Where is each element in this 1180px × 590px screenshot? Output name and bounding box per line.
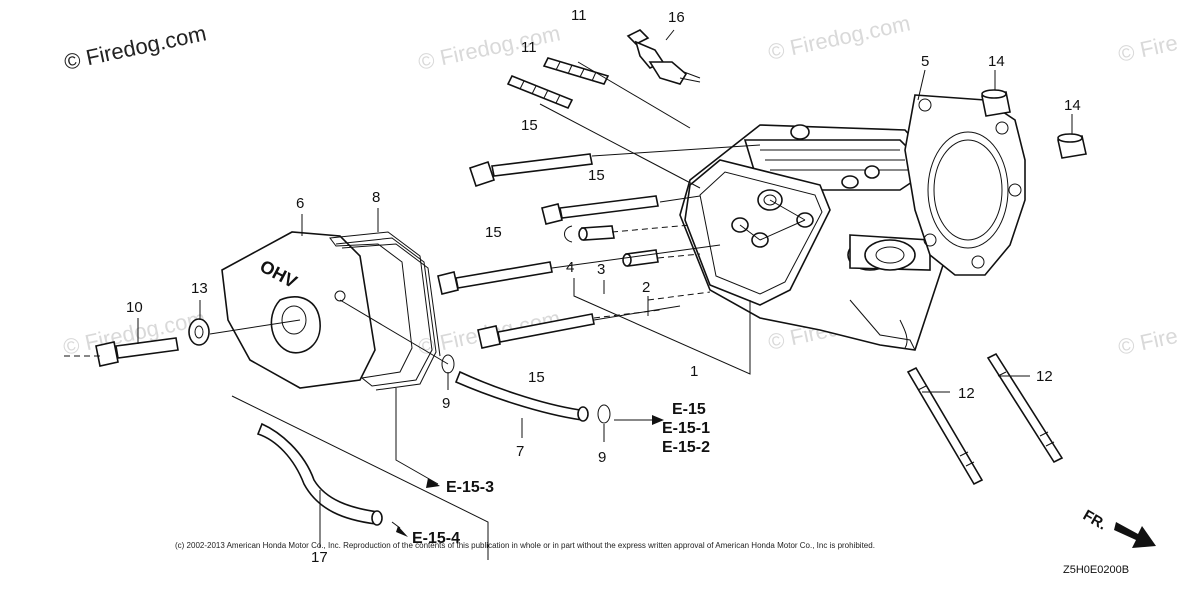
head-cover: OHV <box>221 231 376 389</box>
flange-bolt <box>541 195 659 225</box>
breather-tube <box>454 370 589 422</box>
firedog-watermark: © Firedog.com <box>62 20 209 75</box>
callout-15: 15 <box>588 167 605 184</box>
dowel-pin <box>1057 133 1087 159</box>
leader-lines <box>60 29 1073 548</box>
ref-e15-3: E-15-3 <box>446 479 494 496</box>
washer <box>188 318 210 346</box>
ref-e15-1: E-15-1 <box>662 420 710 437</box>
ref-e15-2: E-15-2 <box>662 439 710 456</box>
callout-14: 14 <box>1064 97 1081 114</box>
ref-e15-4: E-15-4 <box>412 530 460 547</box>
callout-11: 11 <box>571 7 587 24</box>
head-cover-gasket <box>329 231 441 391</box>
reference-labels: E-15 E-15-1 E-15-2 E-15-3 E-15-4 <box>412 401 710 547</box>
callout-3: 3 <box>597 261 605 278</box>
ref-e15: E-15 <box>672 401 706 418</box>
callout-16: 16 <box>668 9 685 26</box>
callout-15: 15 <box>528 369 545 386</box>
callout-5: 5 <box>921 53 929 70</box>
stud-bolt <box>506 74 574 110</box>
long-stud <box>906 366 984 486</box>
clip-ring <box>564 225 573 243</box>
callout-10: 10 <box>126 299 143 316</box>
cylinder-head-gasket <box>904 94 1026 276</box>
reference-arrows <box>391 415 664 537</box>
callout-8: 8 <box>372 189 380 206</box>
callout-15: 15 <box>521 117 538 134</box>
fr-label: FR. <box>1080 507 1109 534</box>
callout-15: 15 <box>485 224 502 241</box>
flange-bolt <box>468 153 593 188</box>
cover-bolt <box>95 337 179 367</box>
callout-2: 2 <box>642 279 650 296</box>
callout-9: 9 <box>442 395 450 412</box>
valve-guide <box>622 249 659 267</box>
cylinder-head <box>679 124 949 351</box>
flange-bolt <box>437 261 553 295</box>
stud-bolt <box>542 57 610 85</box>
callout-4: 4 <box>566 259 574 276</box>
callout-7: 7 <box>516 443 524 460</box>
diagram-code: Z5H0E0200B <box>1063 564 1129 576</box>
valve-guide <box>578 225 615 241</box>
callout-17: 17 <box>311 549 328 566</box>
callout-1: 1 <box>690 363 698 380</box>
callout-6: 6 <box>296 195 304 212</box>
callout-13: 13 <box>191 280 208 297</box>
callout-labels: 11 11 16 5 14 14 15 15 15 15 4 3 2 1 12 … <box>126 7 1081 566</box>
hose <box>256 422 383 526</box>
callout-12: 12 <box>958 385 975 402</box>
spark-plug <box>626 29 701 85</box>
flange-bolt <box>477 313 595 349</box>
watermark: © Fire <box>1116 323 1180 360</box>
copyright-notice: (c) 2002-2013 American Honda Motor Co., … <box>175 541 875 550</box>
separator-line <box>231 395 489 560</box>
callout-14: 14 <box>988 53 1005 70</box>
long-stud <box>986 352 1064 464</box>
fr-arrow-icon <box>1114 522 1156 548</box>
front-direction-indicator: FR. <box>1080 507 1156 548</box>
watermark: © Firedog.com <box>766 10 913 65</box>
watermark: © Fire <box>1116 30 1180 67</box>
dowel-pin <box>981 89 1011 117</box>
watermark: © Firedog.com <box>416 20 563 75</box>
callout-12: 12 <box>1036 368 1053 385</box>
callout-9: 9 <box>598 449 606 466</box>
callout-11: 11 <box>521 39 537 56</box>
tube-clamp <box>597 404 611 424</box>
